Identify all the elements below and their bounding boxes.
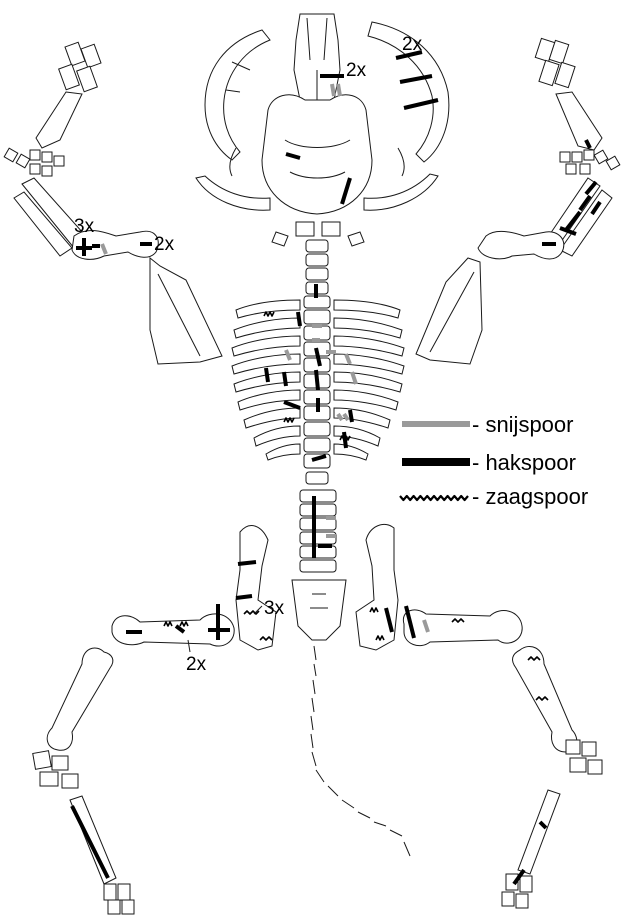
chop-mark <box>284 402 300 408</box>
legend-saw-swatch <box>400 496 468 500</box>
chop-mark <box>266 368 268 382</box>
count-label-left-humerus-proximal: 3x <box>74 216 95 237</box>
chop-mark <box>316 370 318 390</box>
legend: - snijspoor - hakspoor - zaagspoor <box>400 412 588 509</box>
count-label-left-femur: 2x <box>186 654 207 675</box>
chop-mark <box>350 410 352 422</box>
count-label-left-pelvis: 3x <box>264 598 285 619</box>
legend-chop-label: - hakspoor <box>472 450 576 475</box>
right-hindlimb <box>403 610 602 908</box>
count-label-skull-horn: 2x <box>402 34 423 55</box>
legend-cut-label: - snijspoor <box>472 412 573 437</box>
saw-mark <box>264 312 274 316</box>
chop-mark <box>298 312 300 326</box>
legend-saw-label: - zaagspoor <box>472 484 588 509</box>
count-label-left-humerus-distal: 2x <box>154 234 175 255</box>
left-forelimb <box>4 42 222 364</box>
chop-mark <box>284 372 286 386</box>
chop-mark <box>236 596 252 598</box>
count-label-skull-maxilla: 2x <box>346 60 367 81</box>
chop-mark <box>238 562 256 564</box>
cut-mark <box>338 84 340 96</box>
cut-mark <box>332 84 334 96</box>
